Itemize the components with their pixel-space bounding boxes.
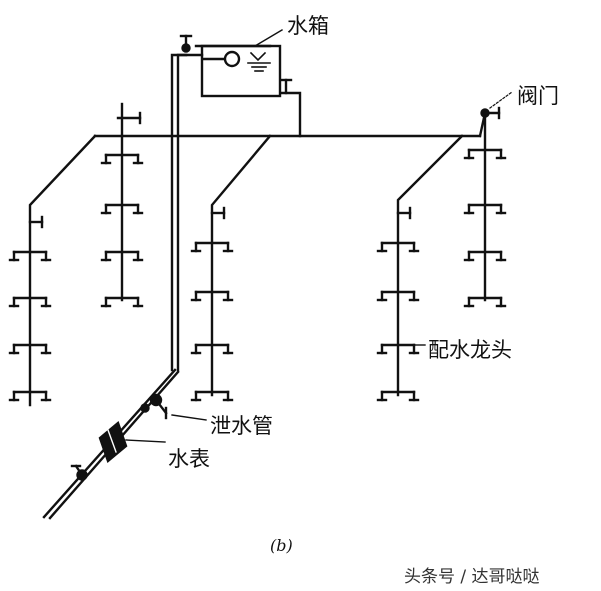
drain-label-leader (171, 414, 207, 421)
faucet-2-1 (100, 153, 144, 165)
meter-label-leader (125, 439, 166, 443)
tank-outlet-valve (279, 78, 293, 95)
faucet-group (8, 148, 507, 402)
faucet-4-2 (376, 290, 420, 302)
riser-5 (478, 112, 487, 302)
label-drain-pipe: 泄水管 (210, 414, 273, 438)
faucet-3-2 (190, 290, 234, 302)
faucet-1-1 (8, 250, 52, 262)
faucet-4-4 (376, 390, 420, 402)
faucet-3-1 (190, 241, 234, 253)
faucet-3-3 (190, 343, 234, 355)
faucet-1-2 (8, 296, 52, 308)
riser-1 (28, 134, 97, 407)
water-tank (200, 44, 282, 98)
riser-3 (210, 134, 272, 397)
float-valve (201, 50, 241, 68)
faucet-5-3 (463, 250, 507, 262)
water-level-symbol (247, 51, 271, 72)
watermark-text: 头条号 / 达哥哒哒 (404, 567, 540, 587)
tank-outlet-pipe (278, 91, 302, 138)
riser-4 (396, 134, 464, 397)
faucet-1-4 (8, 390, 52, 402)
riser-stub-4 (396, 206, 412, 220)
label-water-tank: 水箱 (287, 14, 329, 38)
tank-label-leader (254, 29, 283, 47)
valve-fitting (480, 106, 501, 120)
figure-caption: (b) (270, 536, 293, 555)
label-faucet: 配水龙头 (428, 338, 512, 362)
tank-inlet-pipe (170, 53, 204, 372)
label-valve: 阀门 (517, 84, 559, 108)
faucet-5-4 (463, 296, 507, 308)
faucet-1-3 (8, 343, 52, 355)
drain-valve (140, 393, 168, 420)
tank-inlet-valve (179, 34, 193, 53)
valve-label-leader (489, 91, 513, 109)
main-end-valve (116, 102, 142, 138)
faucet-4-1 (376, 241, 420, 253)
faucet-5-1 (463, 148, 507, 160)
supply-riser-inner (176, 53, 188, 372)
riser-stub-1 (28, 215, 44, 229)
faucet-3-4 (190, 390, 234, 402)
riser-stub-3 (210, 206, 226, 220)
faucet-2-3 (100, 250, 144, 262)
inlet-valve (70, 464, 88, 481)
faucet-5-2 (463, 203, 507, 215)
label-water-meter: 水表 (168, 447, 210, 471)
faucet-2-4 (100, 296, 144, 308)
faucet-2-2 (100, 203, 144, 215)
faucet-4-3 (376, 343, 420, 355)
water-meter (98, 420, 128, 464)
